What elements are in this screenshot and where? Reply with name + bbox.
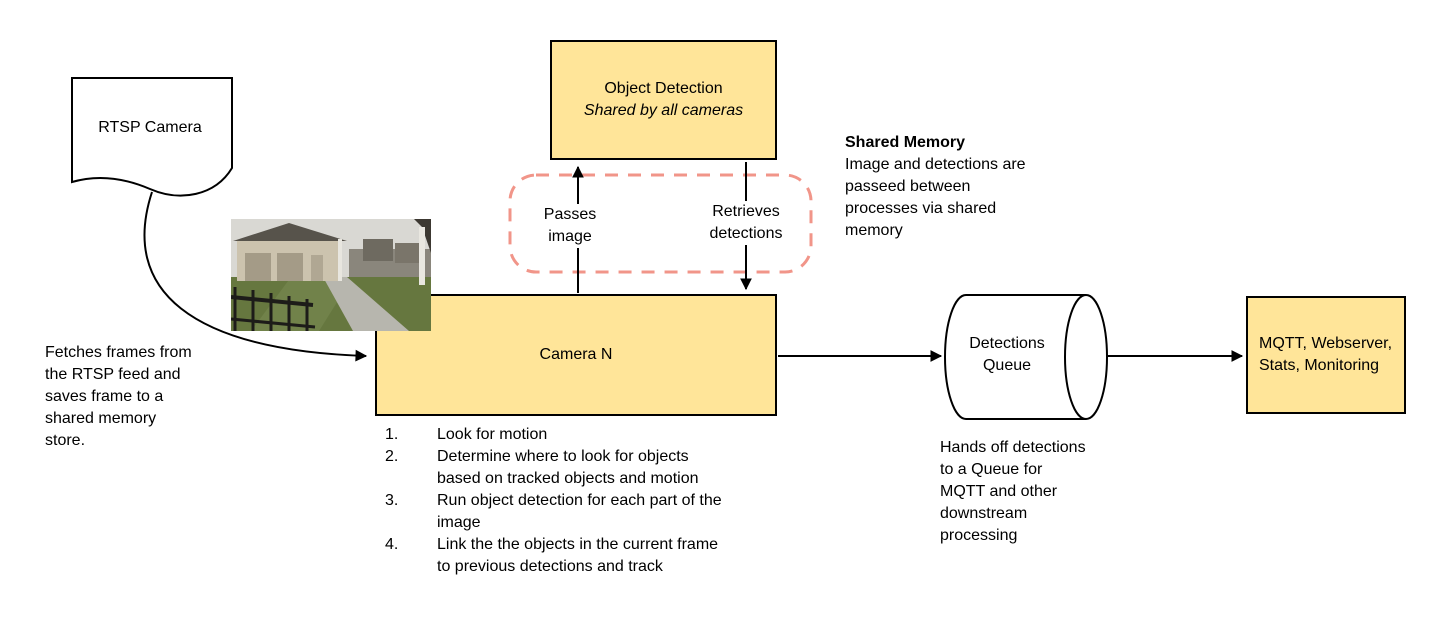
outputs-node: MQTT, Webserver, Stats, Monitoring: [1246, 296, 1406, 414]
camera-step: 1. Look for motion: [385, 424, 785, 446]
fetch-note-line: Fetches frames from: [45, 344, 192, 361]
fetch-note-line: store.: [45, 432, 86, 449]
snapshot-porch-post: [419, 227, 425, 285]
step-line: to previous detections and track: [437, 558, 663, 575]
object-detection-subtitle: Shared by all cameras: [583, 102, 744, 119]
step-line: Look for motion: [437, 426, 548, 443]
fetch-note-line: saves frame to a: [45, 388, 164, 405]
object-detection-title: Object Detection: [604, 80, 723, 97]
snapshot-porch-overhang: [414, 219, 431, 253]
shared-memory-note: Shared Memory Image and detections are p…: [845, 132, 1057, 242]
retrieves-detections-label: Retrieves detections: [699, 201, 793, 245]
queue-note-line: to a Queue for: [940, 461, 1043, 478]
step-line: Link the the objects in the current fram…: [437, 536, 719, 553]
queue-note-line: MQTT and other: [940, 483, 1058, 500]
step-line: Run object detection for each part of th…: [437, 492, 722, 509]
camera-n-node: Camera N: [375, 294, 777, 416]
shared-memory-line: processes via shared: [845, 200, 997, 217]
shared-memory-line: passeed between: [845, 178, 971, 195]
shared-memory-line: memory: [845, 222, 903, 239]
step-number: 3.: [385, 492, 399, 509]
camera-n-label: Camera N: [539, 346, 613, 363]
rtsp-camera-label: RTSP Camera: [98, 119, 202, 136]
object-detection-node: Object Detection Shared by all cameras: [550, 40, 777, 160]
queue-note-line: downstream: [940, 505, 1028, 522]
step-number: 4.: [385, 536, 399, 553]
step-line: Determine where to look for objects: [437, 448, 689, 465]
fetch-note-line: shared memory: [45, 410, 157, 427]
camera-step: 4. Link the the objects in the current f…: [385, 534, 785, 578]
detections-queue-cylinder-rim: [1064, 294, 1087, 420]
fetch-frames-note: Fetches frames from the RTSP feed and sa…: [45, 342, 227, 452]
step-number: 1.: [385, 426, 399, 443]
camera-steps-list: 1. Look for motion 2. Determine where to…: [385, 424, 785, 578]
camera-step: 3. Run object detection for each part of…: [385, 490, 785, 534]
outputs-label: MQTT, Webserver, Stats, Monitoring: [1259, 335, 1393, 374]
camera-snapshot-image: [231, 219, 431, 331]
shared-memory-title: Shared Memory: [845, 134, 966, 151]
queue-handoff-note: Hands off detections to a Queue for MQTT…: [940, 437, 1122, 547]
passes-image-label: Passes image: [534, 204, 606, 248]
camera-snapshot-scene: [231, 219, 431, 331]
camera-step: 2. Determine where to look for objects b…: [385, 446, 785, 490]
step-number: 2.: [385, 448, 399, 465]
shared-memory-line: Image and detections are: [845, 156, 1026, 173]
step-line: image: [437, 514, 481, 531]
queue-note-line: Hands off detections: [940, 439, 1086, 456]
fetch-note-line: the RTSP feed and: [45, 366, 181, 383]
detections-queue-label: Detections Queue: [969, 335, 1045, 374]
queue-note-line: processing: [940, 527, 1018, 544]
step-line: based on tracked objects and motion: [437, 470, 699, 487]
